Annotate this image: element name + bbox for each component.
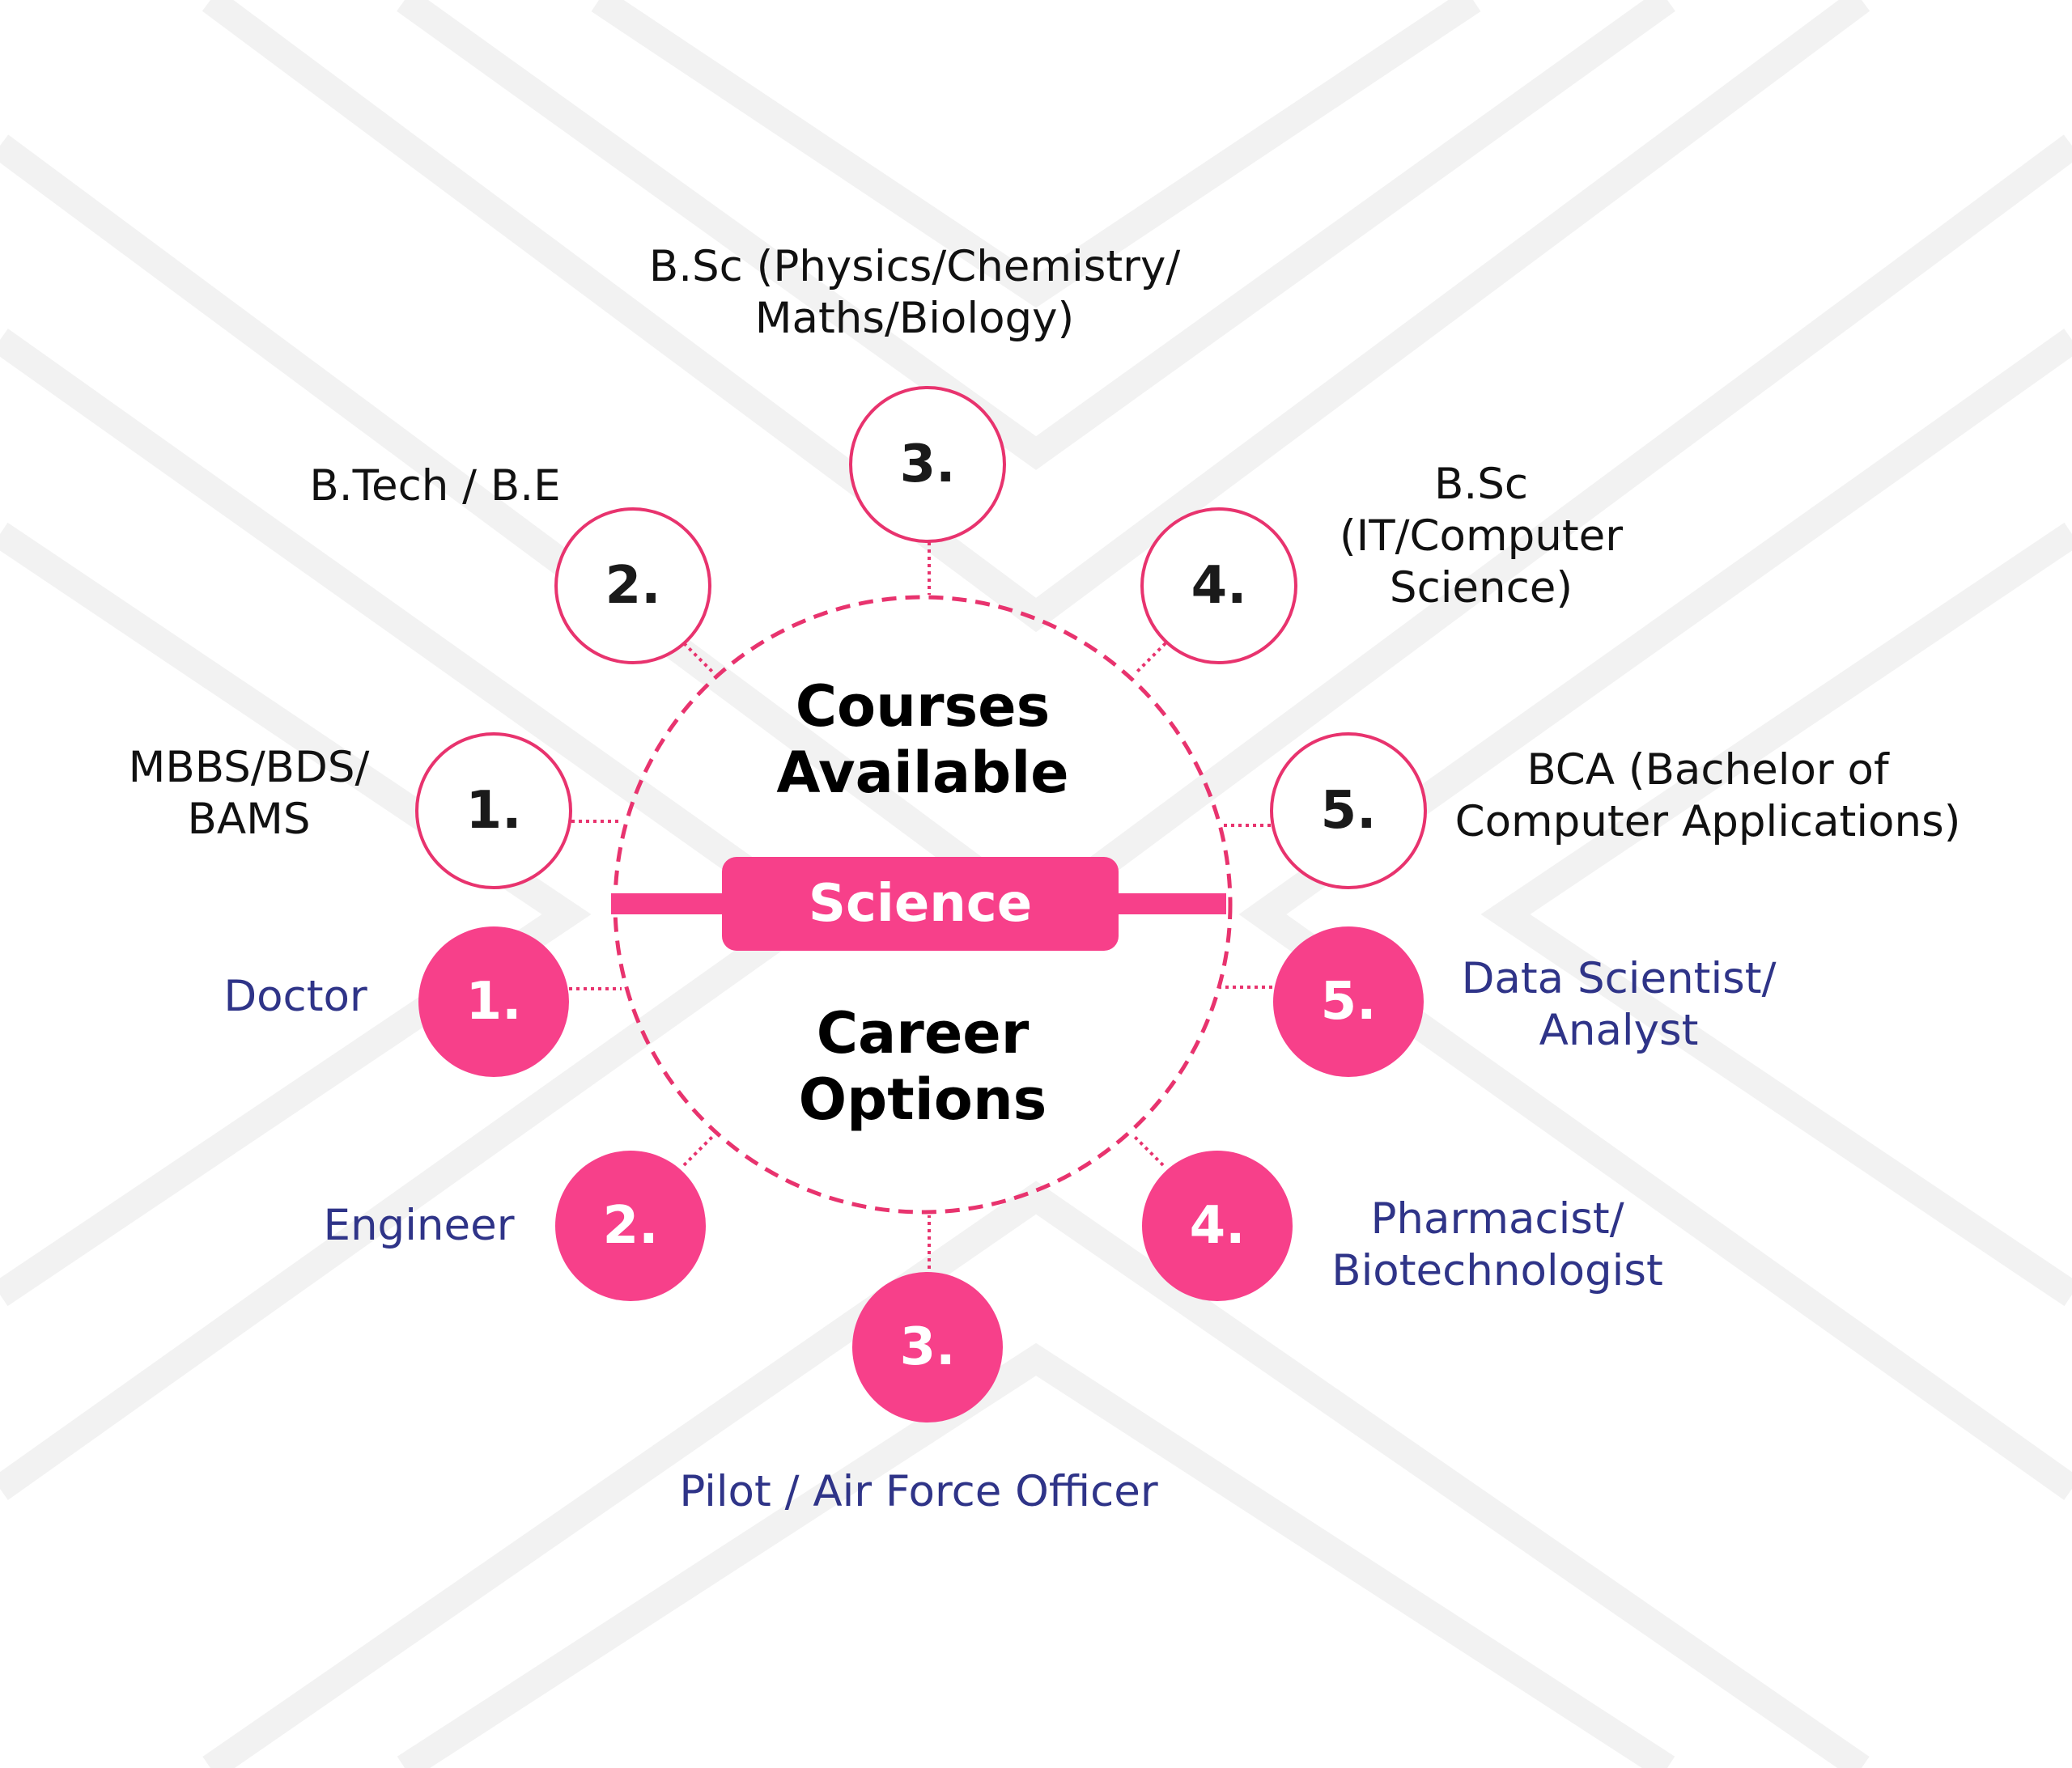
- course-node-5: 5.: [1270, 732, 1427, 889]
- course-label-4: B.Sc (IT/Computer Science): [1339, 460, 1623, 613]
- course-label-5: BCA (Bachelor of Computer Applications): [1454, 745, 1961, 846]
- connector-career-2: [682, 1134, 715, 1167]
- career-node-5: 5.: [1273, 926, 1424, 1077]
- connector-career-4: [1132, 1134, 1165, 1167]
- course-node-2: 2.: [554, 507, 711, 664]
- career-label-5: Data Scientist/ Analyst: [1461, 954, 1777, 1055]
- career-options-title: Career Options: [798, 1000, 1047, 1133]
- career-label-1: Doctor: [223, 972, 367, 1021]
- course-label-2: B.Tech / B.E: [309, 461, 561, 511]
- course-node-4: 4.: [1140, 507, 1297, 664]
- career-number-1: 1.: [466, 972, 522, 1032]
- courses-available-title: Courses Available: [776, 673, 1069, 806]
- career-label-2: Engineer: [323, 1201, 515, 1250]
- career-number-4: 4.: [1190, 1196, 1246, 1256]
- career-node-4: 4.: [1142, 1151, 1293, 1301]
- career-circles: 1. 2. 3. 4. 5.: [418, 926, 1424, 1422]
- career-node-2: 2.: [555, 1151, 706, 1301]
- science-label: Science: [809, 874, 1032, 934]
- course-number-3: 3.: [900, 435, 956, 494]
- course-number-1: 1.: [466, 781, 522, 841]
- connector-course-4: [1136, 642, 1167, 673]
- course-circles: 1. 2. 3. 4. 5.: [415, 386, 1427, 889]
- course-node-1: 1.: [415, 732, 572, 889]
- science-pill: [722, 857, 1119, 951]
- course-number-5: 5.: [1321, 781, 1377, 841]
- career-number-5: 5.: [1321, 972, 1377, 1032]
- course-label-3: B.Sc (Physics/Chemistry/ Maths/Biology): [648, 242, 1181, 343]
- career-label-4: Pharmacist/ Biotechnologist: [1331, 1194, 1663, 1295]
- course-label-1: MBBS/BDS/ BAMS: [128, 743, 370, 844]
- career-number-3: 3.: [900, 1317, 956, 1377]
- career-label-3: Pilot / Air Force Officer: [679, 1467, 1158, 1516]
- course-number-2: 2.: [605, 556, 661, 616]
- career-number-2: 2.: [603, 1196, 659, 1256]
- career-node-3: 3.: [852, 1272, 1003, 1422]
- connector-course-2: [682, 642, 714, 673]
- course-node-3: 3.: [849, 386, 1006, 543]
- career-node-1: 1.: [418, 926, 569, 1077]
- course-number-4: 4.: [1191, 556, 1247, 616]
